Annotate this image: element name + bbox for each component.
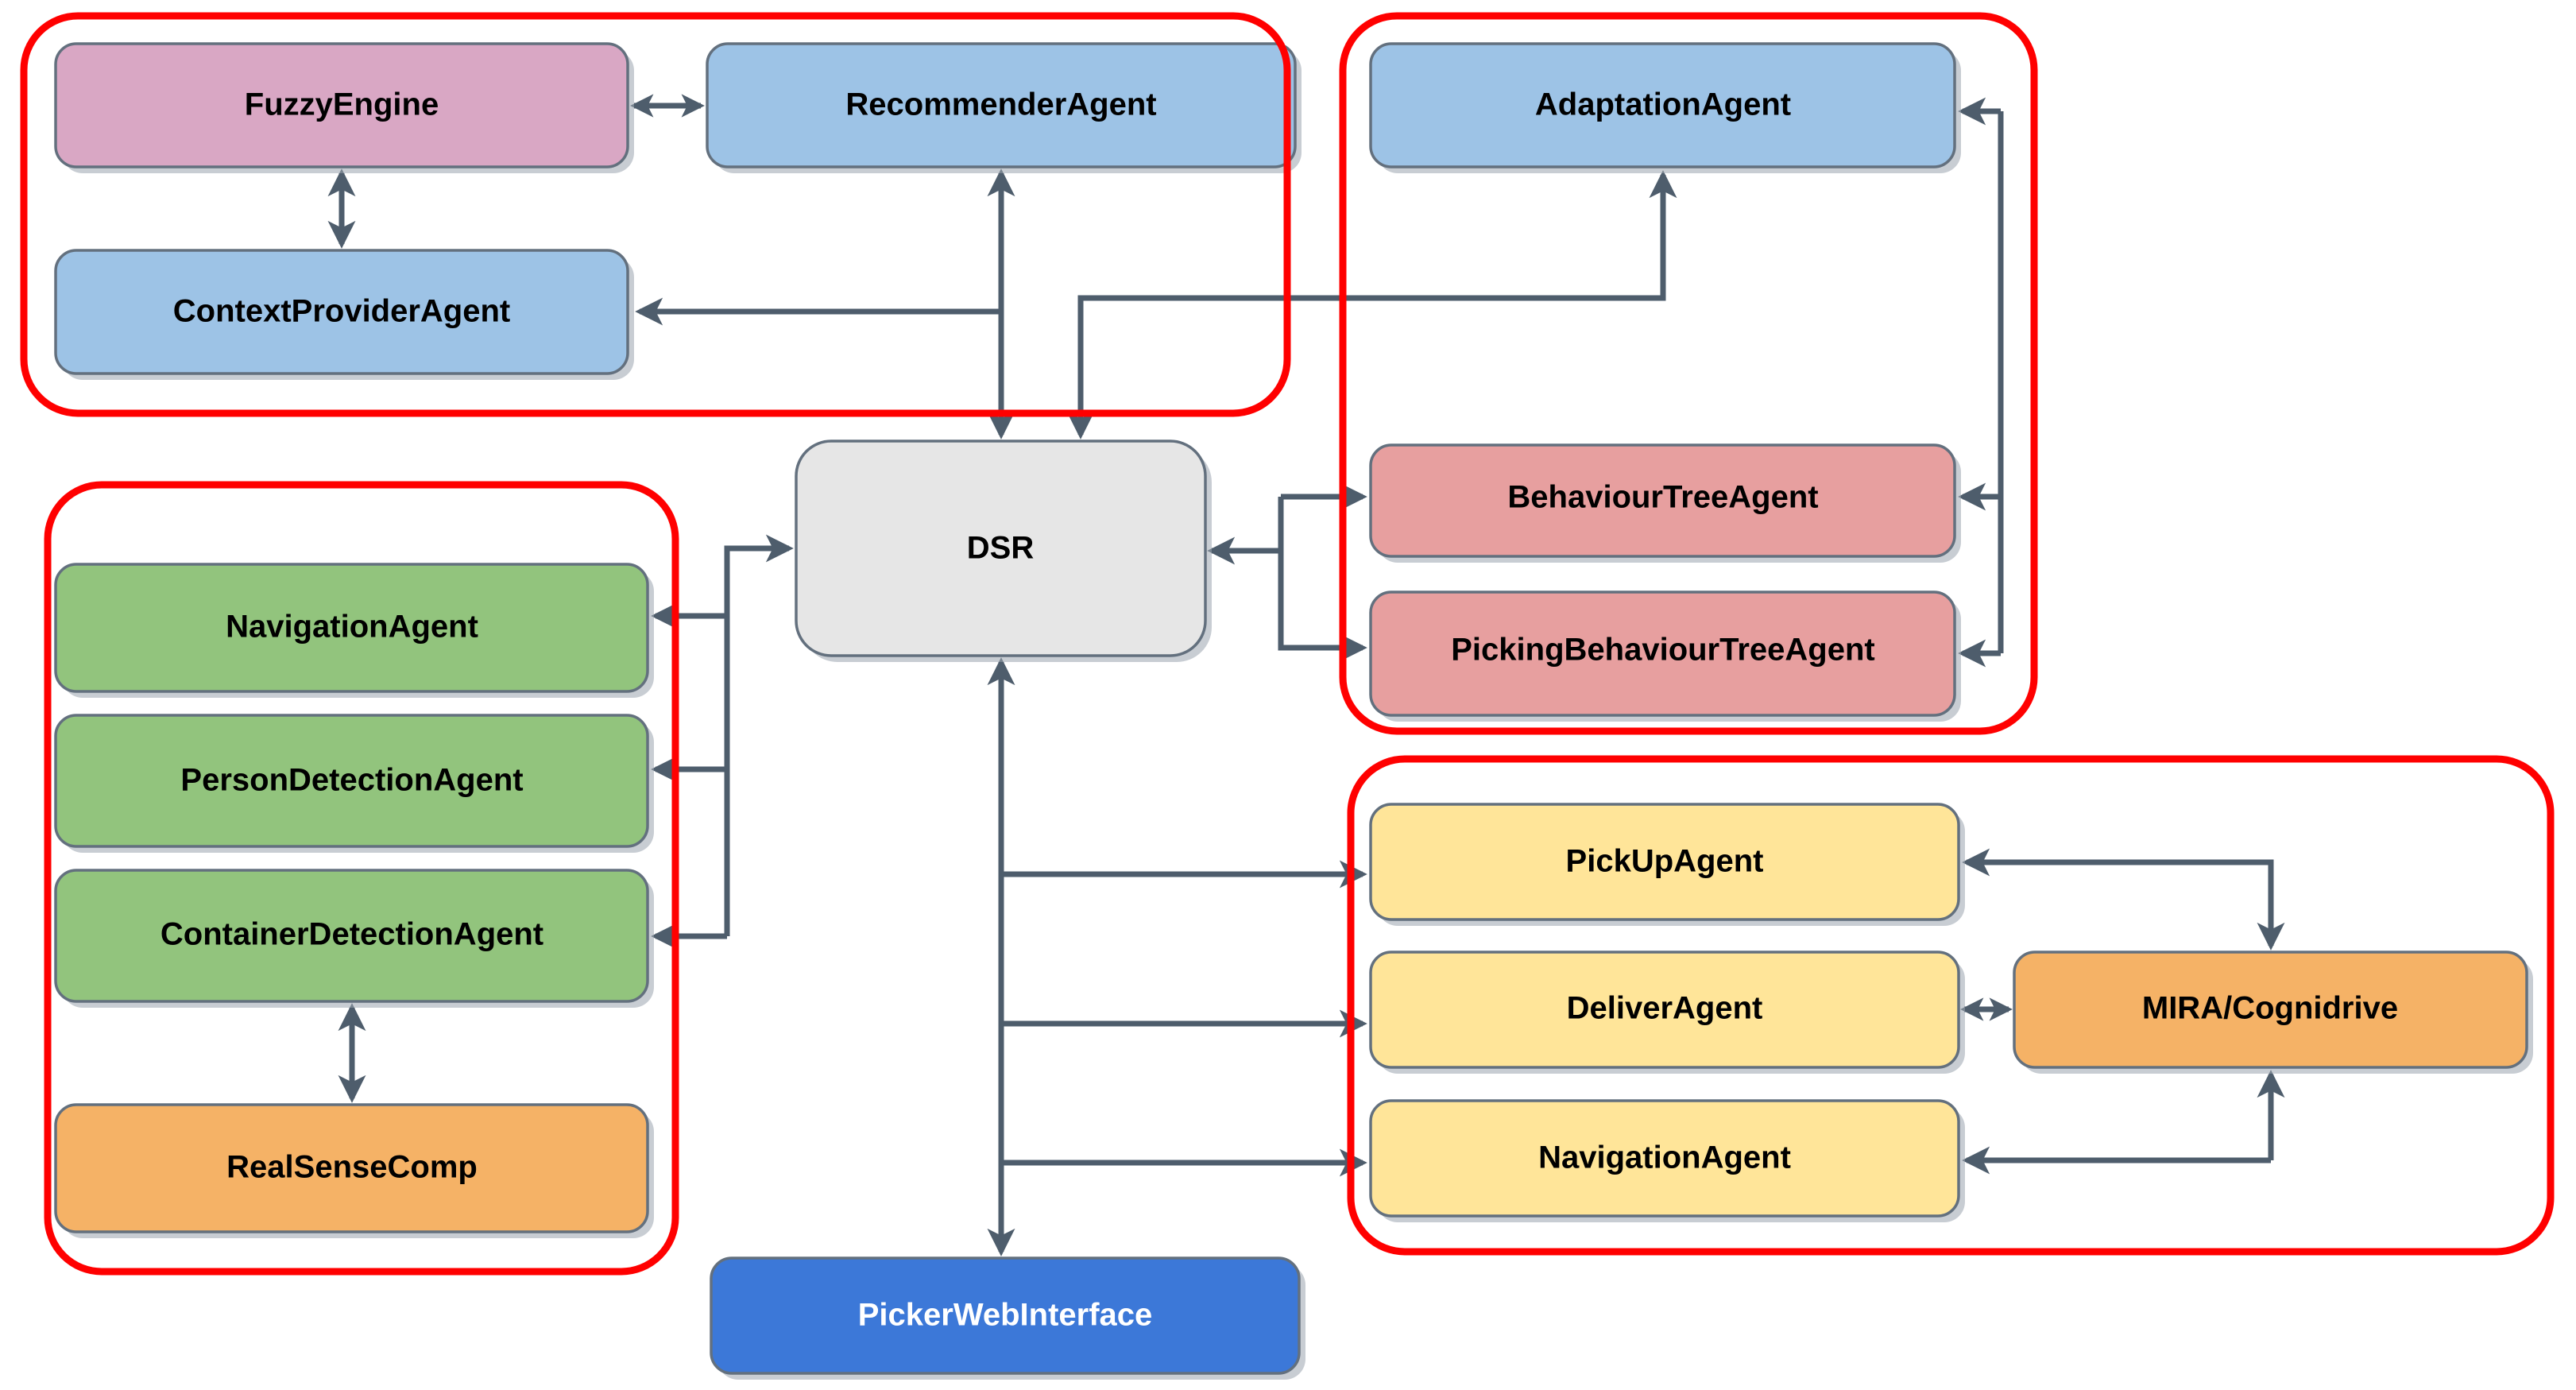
node-label-picking-behaviour-tree-agent: PickingBehaviourTreeAgent xyxy=(1451,633,1874,668)
group-adaptation-behaviour xyxy=(1339,12,2038,735)
group-perception-sensor xyxy=(44,481,679,1276)
node-picking-behaviour-tree-agent[interactable]: PickingBehaviourTreeAgent xyxy=(1369,590,1961,722)
edge-right-feedback-bus xyxy=(1958,97,2004,668)
node-label-picker-web-interface: PickerWebInterface xyxy=(858,1298,1153,1333)
node-picker-web-interface[interactable]: PickerWebInterface xyxy=(710,1256,1305,1380)
node-label-recommender-agent: RecommenderAgent xyxy=(845,87,1156,122)
edge-dsr-task-bus xyxy=(1001,860,1367,1177)
node-navigation-agent-left[interactable]: NavigationAgent xyxy=(54,563,654,698)
node-navigation-agent-task[interactable]: NavigationAgent xyxy=(1369,1099,1965,1222)
node-label-behaviour-tree-agent: BehaviourTreeAgent xyxy=(1507,480,1818,515)
node-label-deliver-agent: DeliverAgent xyxy=(1567,991,1763,1026)
node-label-mira-cognidrive: MIRA/Cognidrive xyxy=(2142,991,2398,1026)
group-task-execution xyxy=(1347,755,2555,1256)
node-label-pick-up-agent: PickUpAgent xyxy=(1566,844,1764,879)
group-context-recommendation xyxy=(20,12,1291,417)
node-label-context-provider-agent: ContextProviderAgent xyxy=(173,294,511,329)
node-label-dsr: DSR xyxy=(967,531,1035,566)
node-label-adaptation-agent: AdaptationAgent xyxy=(1535,87,1791,122)
node-pick-up-agent[interactable]: PickUpAgent xyxy=(1369,803,1965,926)
node-label-navigation-agent-task: NavigationAgent xyxy=(1538,1140,1791,1175)
node-label-navigation-agent-left: NavigationAgent xyxy=(226,610,478,645)
edge-mira-navigation xyxy=(1962,1070,2285,1175)
node-real-sense-comp[interactable]: RealSenseComp xyxy=(54,1103,654,1238)
edge-dsr-behaviourtrees xyxy=(1207,482,1367,662)
node-person-detection-agent[interactable]: PersonDetectionAgent xyxy=(54,714,654,853)
node-context-provider-agent[interactable]: ContextProviderAgent xyxy=(54,249,634,380)
node-deliver-agent[interactable]: DeliverAgent xyxy=(1369,951,1965,1074)
node-container-detection-agent[interactable]: ContainerDetectionAgent xyxy=(54,869,654,1008)
node-fuzzy-engine[interactable]: FuzzyEngine xyxy=(54,42,634,173)
edge-mira-pickup xyxy=(1962,848,2285,951)
node-recommender-agent[interactable]: RecommenderAgent xyxy=(706,42,1302,173)
edge-dsr-perception-bus xyxy=(651,534,794,951)
node-label-real-sense-comp: RealSenseComp xyxy=(226,1150,478,1185)
node-label-fuzzy-engine: FuzzyEngine xyxy=(245,87,439,122)
node-adaptation-agent[interactable]: AdaptationAgent xyxy=(1369,42,1961,173)
node-label-person-detection-agent: PersonDetectionAgent xyxy=(180,763,523,798)
node-dsr[interactable]: DSR xyxy=(795,439,1212,662)
node-label-container-detection-agent: ContainerDetectionAgent xyxy=(161,917,543,952)
node-behaviour-tree-agent[interactable]: BehaviourTreeAgent xyxy=(1369,443,1961,563)
node-mira-cognidrive[interactable]: MIRA/Cognidrive xyxy=(2013,951,2533,1074)
